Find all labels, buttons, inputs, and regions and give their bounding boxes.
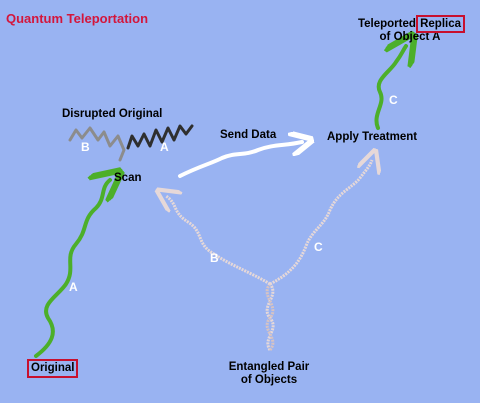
original-object-path (34, 180, 110, 358)
entangled-b-path (166, 196, 271, 286)
entangled-c-path (269, 160, 372, 286)
path-letter-c-entangled: C (314, 240, 323, 254)
original-label: Original (26, 359, 79, 378)
diagram-title: Quantum Teleportation (6, 11, 149, 26)
entangled-label-line2: of Objects (240, 374, 298, 386)
path-letter-b-entangled: B (210, 251, 219, 265)
replica-path (374, 46, 406, 130)
replica-label: Teleported Replica of Object A (347, 15, 473, 44)
replica-label-line2: of Object A (379, 31, 441, 43)
path-letter-a-disrupted: A (160, 140, 169, 154)
scan-label: Scan (114, 172, 142, 184)
replica-highlight: Replica (416, 15, 466, 33)
entangled-label-line1: Entangled Pair (228, 361, 310, 373)
path-letter-a-original: A (69, 280, 78, 294)
entangled-pair-label: Entangled Pair of Objects (214, 361, 324, 387)
path-letter-c-replica: C (389, 93, 398, 107)
send-data-label: Send Data (220, 129, 277, 141)
path-letter-b-disrupted: B (81, 140, 90, 154)
disrupted-b-path (68, 126, 126, 162)
entangled-strand-2 (265, 283, 275, 351)
send-data-arrow (178, 142, 302, 178)
disrupted-original-label: Disrupted Original (62, 108, 163, 120)
apply-treatment-label: Apply Treatment (327, 131, 418, 143)
replica-label-prefix: Teleported (357, 18, 420, 30)
disrupted-a-path (126, 124, 194, 150)
